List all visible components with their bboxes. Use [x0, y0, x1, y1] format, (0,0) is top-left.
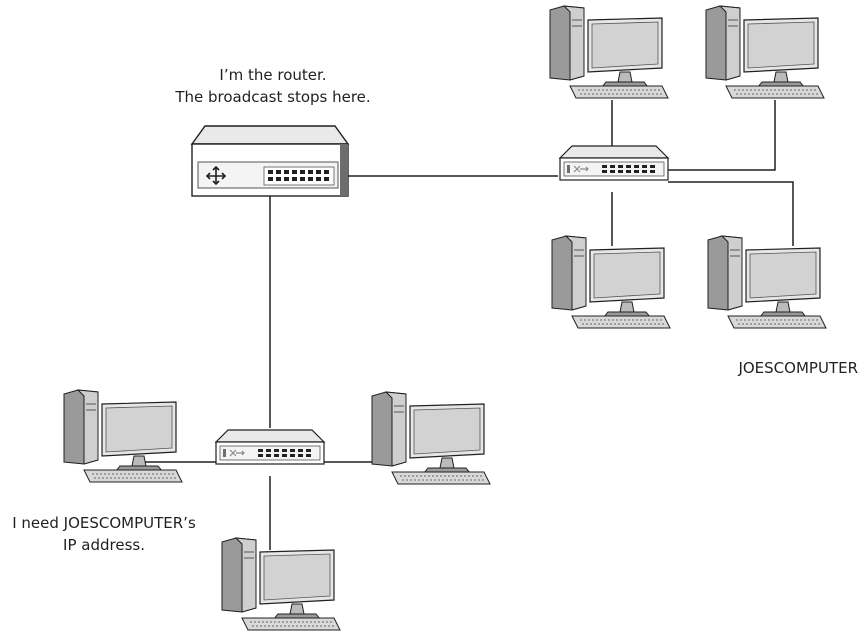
computer-top-right: [705, 5, 825, 99]
network-links: [140, 100, 794, 550]
computer-mid-left: [551, 235, 671, 329]
switch-right: [559, 145, 669, 181]
computer-bottom-right: [371, 391, 491, 485]
router-caption-line1: I’m the router.: [219, 66, 326, 84]
router: [190, 125, 350, 197]
router-icon: [205, 165, 227, 186]
requester-caption-line2: IP address.: [63, 536, 145, 554]
switch-bottom: [215, 429, 325, 465]
computer-joescomputer: [707, 235, 827, 329]
computer-top-left: [549, 5, 669, 99]
joescomputer-label: JOESCOMPUTER: [737, 359, 858, 377]
router-caption-line2: The broadcast stops here.: [174, 88, 370, 106]
link-switch-right-pc-top-right: [668, 100, 776, 171]
link-switch-right-pc-joes: [668, 181, 794, 246]
computer-requester: [63, 389, 183, 483]
requester-caption-line1: I need JOESCOMPUTER’s: [12, 514, 196, 532]
computer-bottom: [221, 537, 341, 631]
